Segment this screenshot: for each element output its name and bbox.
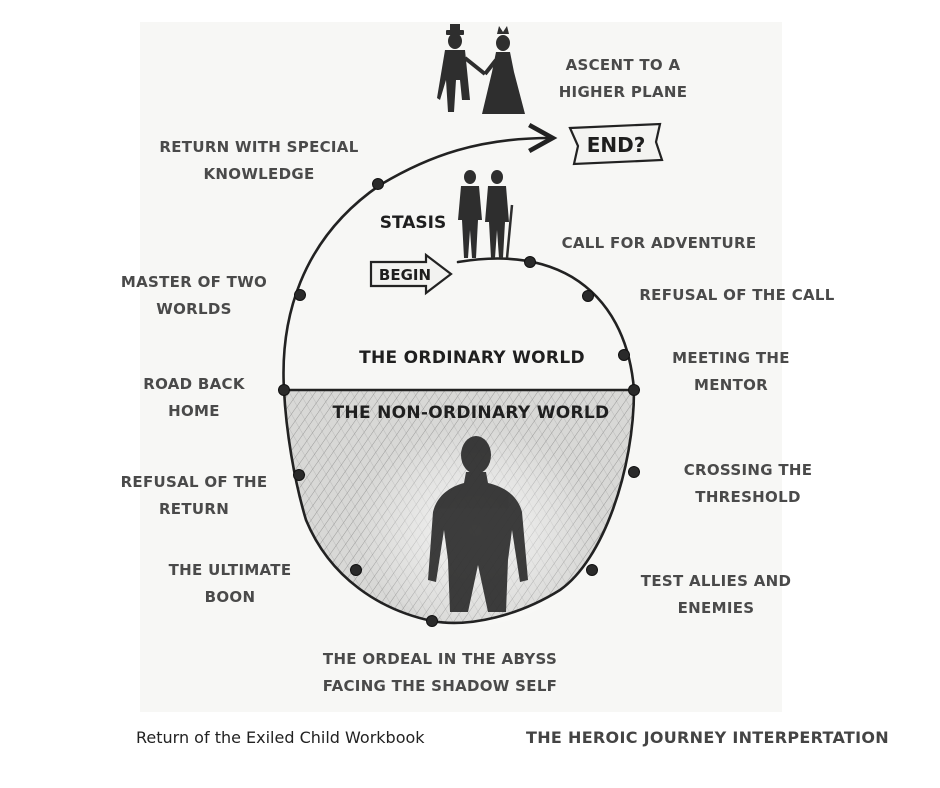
stage-refusal-call-label: REFUSAL OF THE CALL (639, 286, 835, 304)
stage-refusal-return-line1: REFUSAL OF THE (120, 473, 268, 491)
stage-master-label: MASTER OF TWO WORLDS (110, 269, 278, 323)
stage-ordeal-line1: THE ORDEAL IN THE ABYSS (322, 650, 558, 668)
stage-road-back-label: ROAD BACK HOME (126, 371, 262, 425)
stage-master-line2: WORLDS (156, 300, 232, 318)
stage-master-line1: MASTER OF TWO (120, 273, 268, 291)
end-marker-text: END? (587, 133, 646, 157)
stage-boon-line2: BOON (204, 588, 256, 606)
footer-diagram-subtitle: THE HEROIC JOURNEY INTERPERTATION (526, 728, 889, 747)
dot-threshold (628, 466, 640, 478)
stage-return-knowledge-line1: RETURN WITH SPECIAL (159, 138, 359, 156)
dot-mentor (618, 349, 630, 361)
dot-return-knowledge (372, 178, 384, 190)
dot-mentor-divider (628, 384, 640, 396)
stage-ascent-line1: ASCENT TO A (565, 56, 681, 74)
stage-threshold-label: CROSSING THE THRESHOLD (666, 457, 830, 511)
stage-return-knowledge-line2: KNOWLEDGE (203, 165, 315, 183)
stage-allies-line2: ENEMIES (677, 599, 755, 617)
stasis-label: STASIS (380, 213, 447, 233)
couple-figures (437, 24, 525, 114)
stage-ordeal-label: THE ORDEAL IN THE ABYSS FACING THE SHADO… (305, 646, 575, 700)
stage-boon-label: THE ULTIMATE BOON (152, 557, 308, 611)
ordinary-world-arc (456, 257, 636, 392)
stage-ordeal-line2: FACING THE SHADOW SELF (322, 677, 558, 695)
stage-refusal-return-label: REFUSAL OF THE RETURN (110, 469, 278, 523)
stage-refusal-return-line2: RETURN (158, 500, 230, 518)
stage-allies-label: TEST ALLIES AND ENEMIES (628, 568, 804, 622)
stage-call-label: CALL FOR ADVENTURE (561, 234, 757, 252)
dot-master (294, 289, 306, 301)
dot-ordeal (426, 615, 438, 627)
stage-dots (278, 178, 640, 627)
stage-mentor-line1: MEETING THE (672, 349, 790, 367)
stage-boon-line1: THE ULTIMATE (168, 561, 292, 579)
begin-marker-text: BEGIN (379, 266, 431, 284)
stage-ascent-line2: HIGHER PLANE (558, 83, 688, 101)
shadow-self-figure (428, 436, 528, 612)
footer-workbook-title: Return of the Exiled Child Workbook (136, 728, 425, 747)
dot-road-back (278, 384, 290, 396)
dot-refusal-call (582, 290, 594, 302)
stage-mentor-label: MEETING THE MENTOR (656, 345, 806, 399)
stage-road-back-line1: ROAD BACK (143, 375, 245, 393)
stage-return-knowledge-label: RETURN WITH SPECIAL KNOWLEDGE (146, 134, 372, 188)
dot-boon (350, 564, 362, 576)
stage-threshold-line2: THRESHOLD (695, 488, 801, 506)
dot-refusal-return (293, 469, 305, 481)
stasis-figures (458, 170, 514, 259)
non-ordinary-world-label: THE NON-ORDINARY WORLD (332, 403, 610, 423)
end-banner: END? (568, 122, 664, 166)
stage-allies-line1: TEST ALLIES AND (640, 572, 792, 590)
dot-call (524, 256, 536, 268)
stage-threshold-line1: CROSSING THE (683, 461, 813, 479)
dot-allies (586, 564, 598, 576)
stage-road-back-line2: HOME (168, 402, 220, 420)
ordinary-world-label: THE ORDINARY WORLD (359, 348, 585, 368)
begin-arrow: BEGIN (369, 252, 453, 296)
stage-mentor-line2: MENTOR (693, 376, 769, 394)
stage-ascent-label: ASCENT TO A HIGHER PLANE (543, 52, 703, 106)
